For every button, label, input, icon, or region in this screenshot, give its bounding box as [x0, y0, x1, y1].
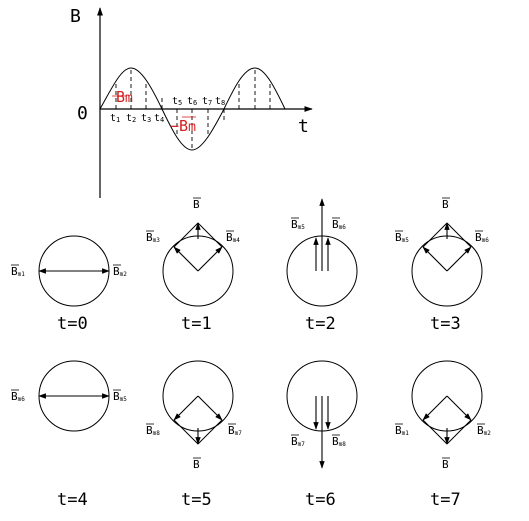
svg-text:Bm6: Bm6: [332, 218, 346, 231]
tick-label-right-2: t6: [187, 96, 197, 107]
sum-line-right: [197, 222, 223, 248]
phasor-label-left: Bm5: [395, 230, 409, 244]
phasor-label-left: Bm3: [146, 230, 160, 244]
svg-text:Bm3: Bm3: [146, 231, 160, 244]
tick-label-right-4: t8: [215, 96, 225, 107]
phasor-arrow-up-right: [446, 246, 472, 272]
phasor-state-t6: Bm7 Bm8 t=6: [286, 360, 358, 510]
svg-text:Bm5: Bm5: [395, 231, 409, 244]
phasor-state-t3: B Bm5 Bm6 t=3: [395, 197, 489, 334]
phasor-state-t1: B Bm3 Bm4 t=1: [146, 197, 240, 334]
tick-label-left-3: t3: [141, 113, 151, 124]
svg-text:B: B: [442, 458, 449, 471]
svg-text:Bm8: Bm8: [332, 435, 346, 448]
svg-text:Bm1: Bm1: [395, 424, 409, 437]
time-caption: t=6: [305, 490, 336, 510]
time-caption: t=4: [57, 490, 88, 510]
svg-text:Bm5: Bm5: [113, 390, 127, 403]
sine-wave: [99, 67, 286, 151]
sum-line-left: [173, 419, 199, 445]
tick-label-left-1: t1: [110, 113, 120, 124]
peak-label: Bm: [116, 88, 133, 106]
phasor-state-t0: Bm1 Bm2 t=0: [11, 235, 127, 334]
svg-text:B: B: [442, 198, 449, 211]
phasor-arrow-down-right: [446, 395, 472, 421]
time-caption: t=3: [430, 314, 461, 334]
phasor-label-left: Bm1: [11, 264, 25, 278]
phasor-label-right: Bm2: [113, 264, 127, 278]
sum-line-left: [422, 419, 448, 445]
phasor-arrow-up-left: [422, 246, 448, 272]
phasor-arrow-up-right: [197, 246, 223, 272]
phasor-label-right: Bm8: [332, 434, 346, 448]
phasor-label-left: Bm8: [146, 423, 160, 437]
phasor-state-t7: B Bm1 Bm2 t=7: [395, 360, 491, 510]
tick-label-left-4: t4: [154, 113, 164, 124]
phasor-label-right: Bm4: [226, 230, 240, 244]
resultant-label: B: [193, 197, 201, 211]
phasor-label-right: Bm6: [475, 230, 489, 244]
time-caption: t=2: [305, 314, 336, 334]
sum-line-left: [173, 222, 199, 248]
tick-label-right-1: t5: [172, 96, 182, 107]
time-caption: t=5: [181, 490, 212, 510]
svg-text:B: B: [193, 198, 200, 211]
svg-text:Bm2: Bm2: [477, 424, 491, 437]
svg-text:Bm6: Bm6: [475, 231, 489, 244]
phasor-arrow-down-left: [422, 395, 448, 421]
svg-text:Bm7: Bm7: [291, 435, 305, 448]
svg-text:Bm6: Bm6: [11, 390, 25, 403]
resultant-label: B: [442, 457, 450, 471]
x-axis-label: t: [298, 116, 309, 137]
sum-line-right: [446, 222, 472, 248]
svg-text:Bm8: Bm8: [146, 424, 160, 437]
phasor-label-left: Bm5: [291, 217, 305, 231]
tick-label-right-3: t7: [202, 96, 212, 107]
svg-text:Bm5: Bm5: [291, 218, 305, 231]
phasor-label-left: Bm1: [395, 423, 409, 437]
phasor-label-left: Bm6: [11, 389, 25, 403]
time-caption: t=0: [57, 314, 88, 334]
sum-line-left: [422, 222, 448, 248]
svg-text:Bm2: Bm2: [113, 265, 127, 278]
sample-dashes: [115, 68, 271, 150]
sum-line-right: [446, 419, 472, 445]
phasor-arrow-down-left: [173, 395, 199, 421]
phasor-state-t4: Bm6 Bm5 t=4: [11, 360, 127, 510]
y-axis-label: B: [70, 6, 81, 27]
phasor-state-t2: Bm5 Bm6 t=2: [286, 198, 358, 334]
svg-text:Bm7: Bm7: [228, 424, 242, 437]
trough-label: −Bm: [170, 117, 196, 135]
phasor-label-right: Bm6: [332, 217, 346, 231]
sum-line-right: [197, 419, 223, 445]
phasor-label-right: Bm7: [228, 423, 242, 437]
resultant-label: B: [442, 197, 450, 211]
phasor-arrow-down-right: [197, 395, 223, 421]
phasor-label-right: Bm5: [113, 389, 127, 403]
phasor-label-right: Bm2: [477, 423, 491, 437]
phasor-label-left: Bm7: [291, 434, 305, 448]
svg-text:B: B: [193, 458, 200, 471]
phasor-state-t5: B Bm8 Bm7 t=5: [146, 360, 242, 510]
phasor-arrow-up-left: [173, 246, 199, 272]
svg-text:Bm4: Bm4: [226, 231, 240, 244]
time-caption: t=7: [430, 490, 461, 510]
origin-label: 0: [77, 103, 88, 124]
svg-text:Bm1: Bm1: [11, 265, 25, 278]
tick-label-left-2: t2: [126, 113, 136, 124]
resultant-label: B: [193, 457, 201, 471]
time-caption: t=1: [181, 314, 212, 334]
